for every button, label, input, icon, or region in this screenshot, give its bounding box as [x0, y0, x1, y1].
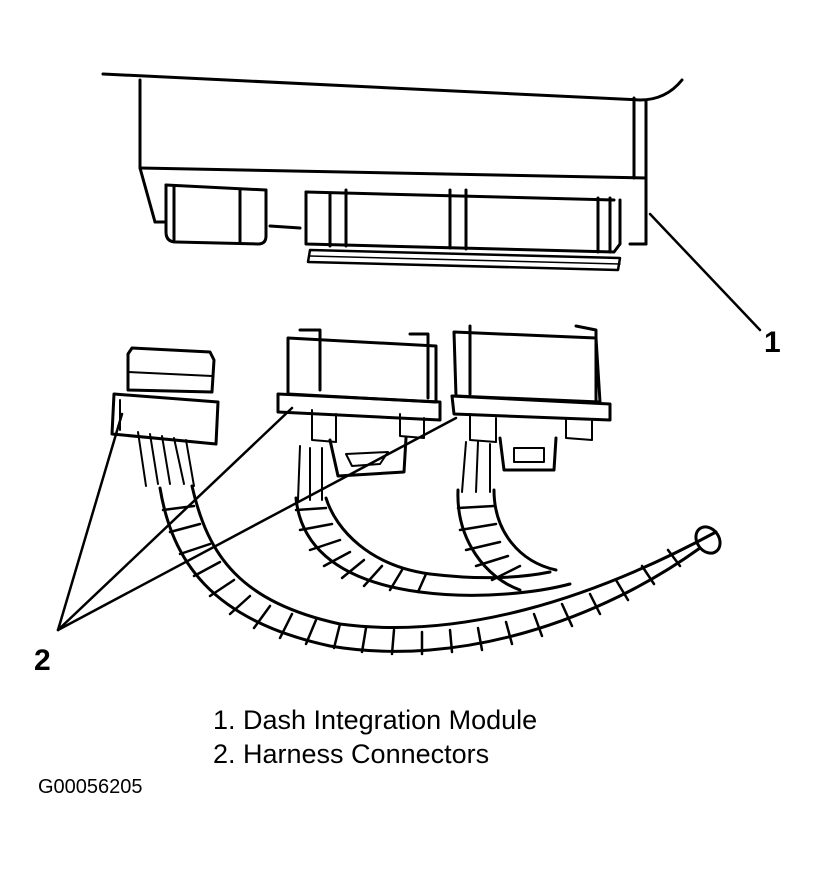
- callout-number-connectors: 2: [34, 644, 51, 677]
- legend-item-module: 1. Dash Integration Module: [213, 705, 538, 735]
- module-large-socket: [304, 188, 622, 272]
- leader-lines-2: [56, 406, 458, 632]
- callout-number-module: 1: [764, 326, 781, 359]
- module-small-socket: [164, 183, 268, 246]
- legend-item-connectors: 2. Harness Connectors: [213, 739, 490, 769]
- harness-connector-small: [110, 346, 220, 487]
- harness-bundles: [158, 484, 722, 656]
- legend: 1. Dash Integration Module 2. Harness Co…: [213, 703, 537, 771]
- figure-id: G00056205: [38, 776, 143, 798]
- dash-integration-module: [101, 72, 684, 246]
- leader-line-1: [648, 212, 762, 332]
- harness-connector-middle: [276, 328, 442, 501]
- harness-connector-right: [450, 324, 612, 493]
